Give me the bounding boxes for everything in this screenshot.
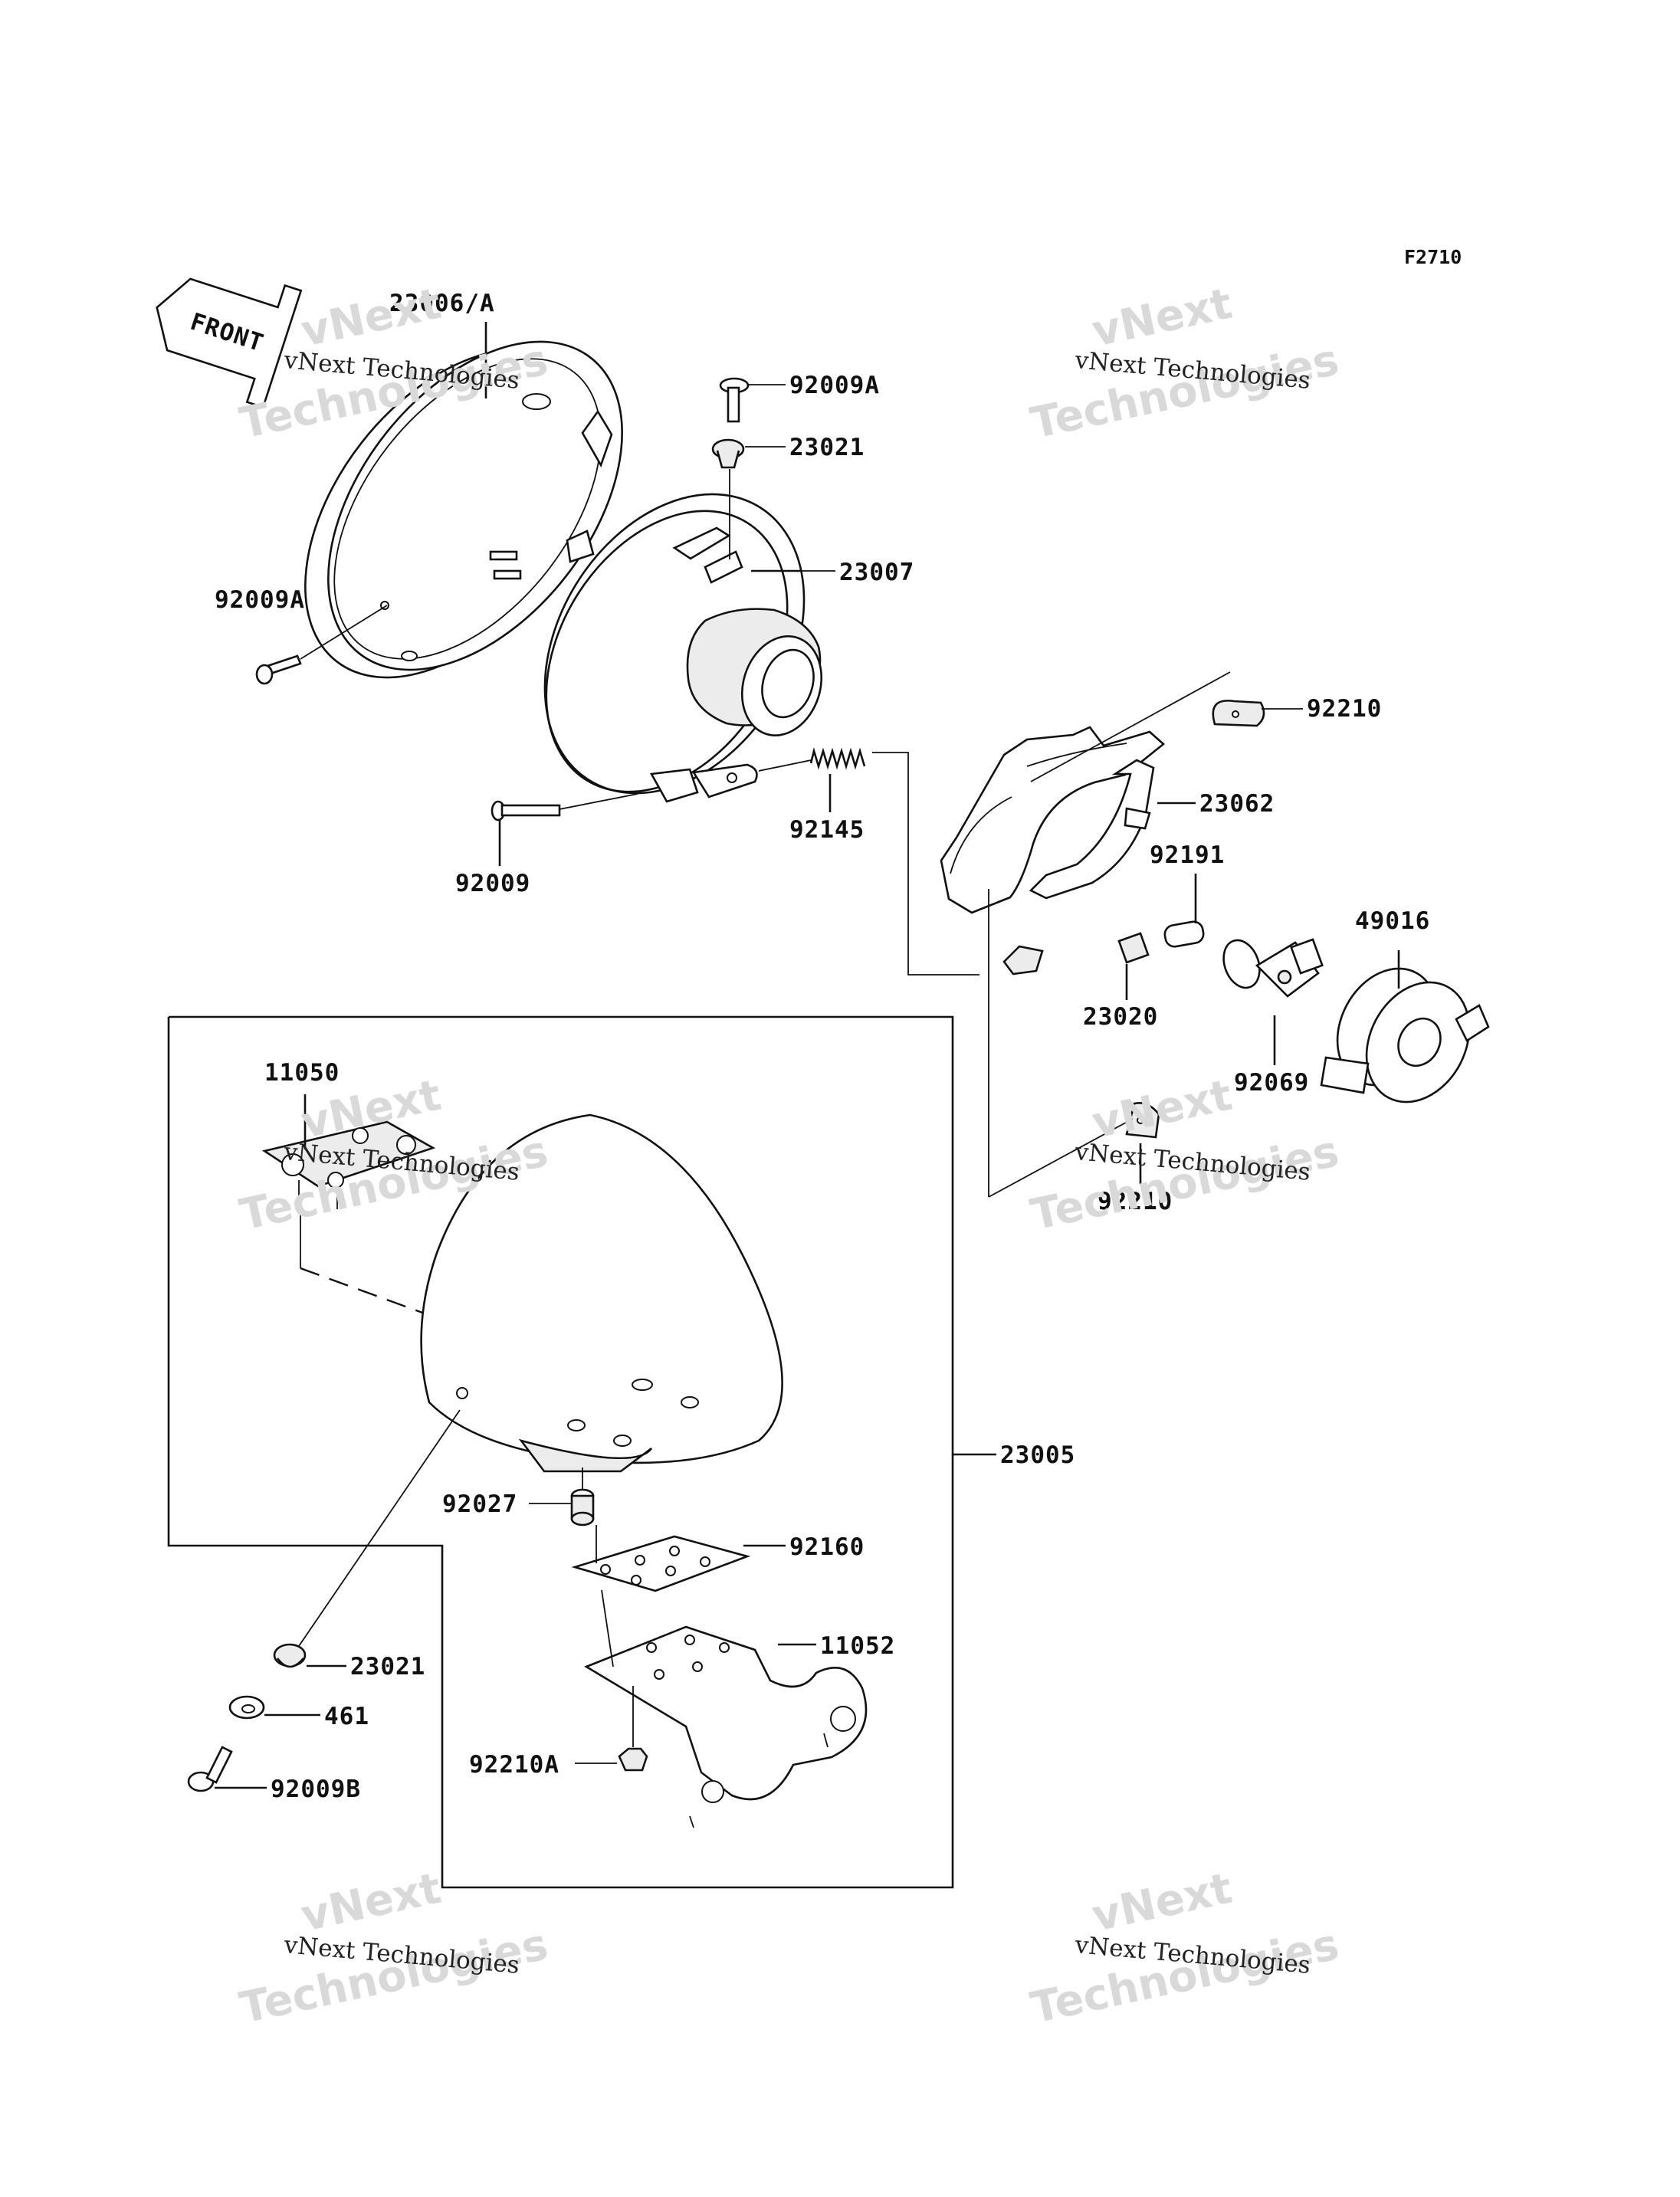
label-23007: 23007 [839, 559, 914, 586]
nut-bottom [618, 1747, 648, 1772]
nut-right-top [1212, 700, 1265, 727]
label-23021-top: 23021 [789, 434, 865, 461]
label-92009a-top: 92009A [789, 372, 880, 399]
label-92145: 92145 [789, 816, 865, 844]
label-11052: 11052 [820, 1632, 895, 1660]
headlight-housing [543, 493, 823, 803]
washer [228, 1695, 265, 1720]
watermark-bottom-right: vNext Technologies vNext Technologies [1026, 1864, 1343, 2034]
label-92009a-left: 92009A [215, 586, 305, 614]
stay-bracket [584, 1625, 868, 1828]
label-23005: 23005 [1000, 1441, 1075, 1469]
rubber-cover [1320, 967, 1490, 1103]
label-92027: 92027 [442, 1490, 517, 1518]
headlight-cowl [420, 1113, 783, 1473]
label-92069: 92069 [1234, 1069, 1309, 1097]
grommet-top [711, 438, 745, 469]
plate-left [261, 1120, 436, 1209]
watermark-top-right: vNext Technologies vNext Technologies [1026, 279, 1343, 449]
grommet-bottom [273, 1643, 307, 1668]
watermark-big-top: vNext [297, 1864, 445, 1942]
label-92210a: 92210A [469, 1751, 559, 1779]
cowl-group-box [167, 1015, 954, 1889]
label-23020: 23020 [1083, 1003, 1158, 1031]
label-92009: 92009 [455, 870, 530, 897]
adjust-screw [491, 800, 561, 821]
collar [1163, 920, 1205, 948]
watermark-big-top: vNext [1088, 279, 1236, 357]
screw-top [719, 377, 750, 423]
spring [809, 747, 866, 770]
label-461: 461 [324, 1703, 369, 1730]
clip [1117, 932, 1150, 964]
label-92009b: 92009B [271, 1776, 361, 1803]
spacer [570, 1488, 595, 1526]
nut-right-bottom [1125, 1102, 1160, 1139]
label-92191: 92191 [1150, 841, 1225, 869]
watermark-big-top: vNext [297, 279, 445, 357]
gasket [571, 1535, 751, 1592]
bulb [1222, 938, 1324, 998]
watermark-bottom-left: vNext Technologies vNext Technologies [235, 1864, 552, 2034]
label-49016: 49016 [1355, 907, 1430, 935]
label-23021-bottom: 23021 [350, 1653, 425, 1681]
front-arrow-icon: FRONT [156, 277, 303, 409]
headlight-rim [304, 340, 623, 679]
screw-bottom [187, 1746, 233, 1792]
label-23006a: 23006/A [389, 290, 495, 317]
label-11050: 11050 [264, 1059, 340, 1087]
label-92210-bottom: 92210 [1098, 1188, 1173, 1215]
label-23062: 23062 [1199, 790, 1275, 818]
headlight-bracket [940, 726, 1166, 976]
screw-left [255, 654, 302, 685]
label-92210-top: 92210 [1307, 695, 1382, 723]
label-92160: 92160 [789, 1533, 865, 1561]
watermark-big-top: vNext [1088, 1071, 1236, 1149]
watermark-big-top: vNext [1088, 1864, 1236, 1942]
figure-code: F2710 [1404, 246, 1462, 268]
